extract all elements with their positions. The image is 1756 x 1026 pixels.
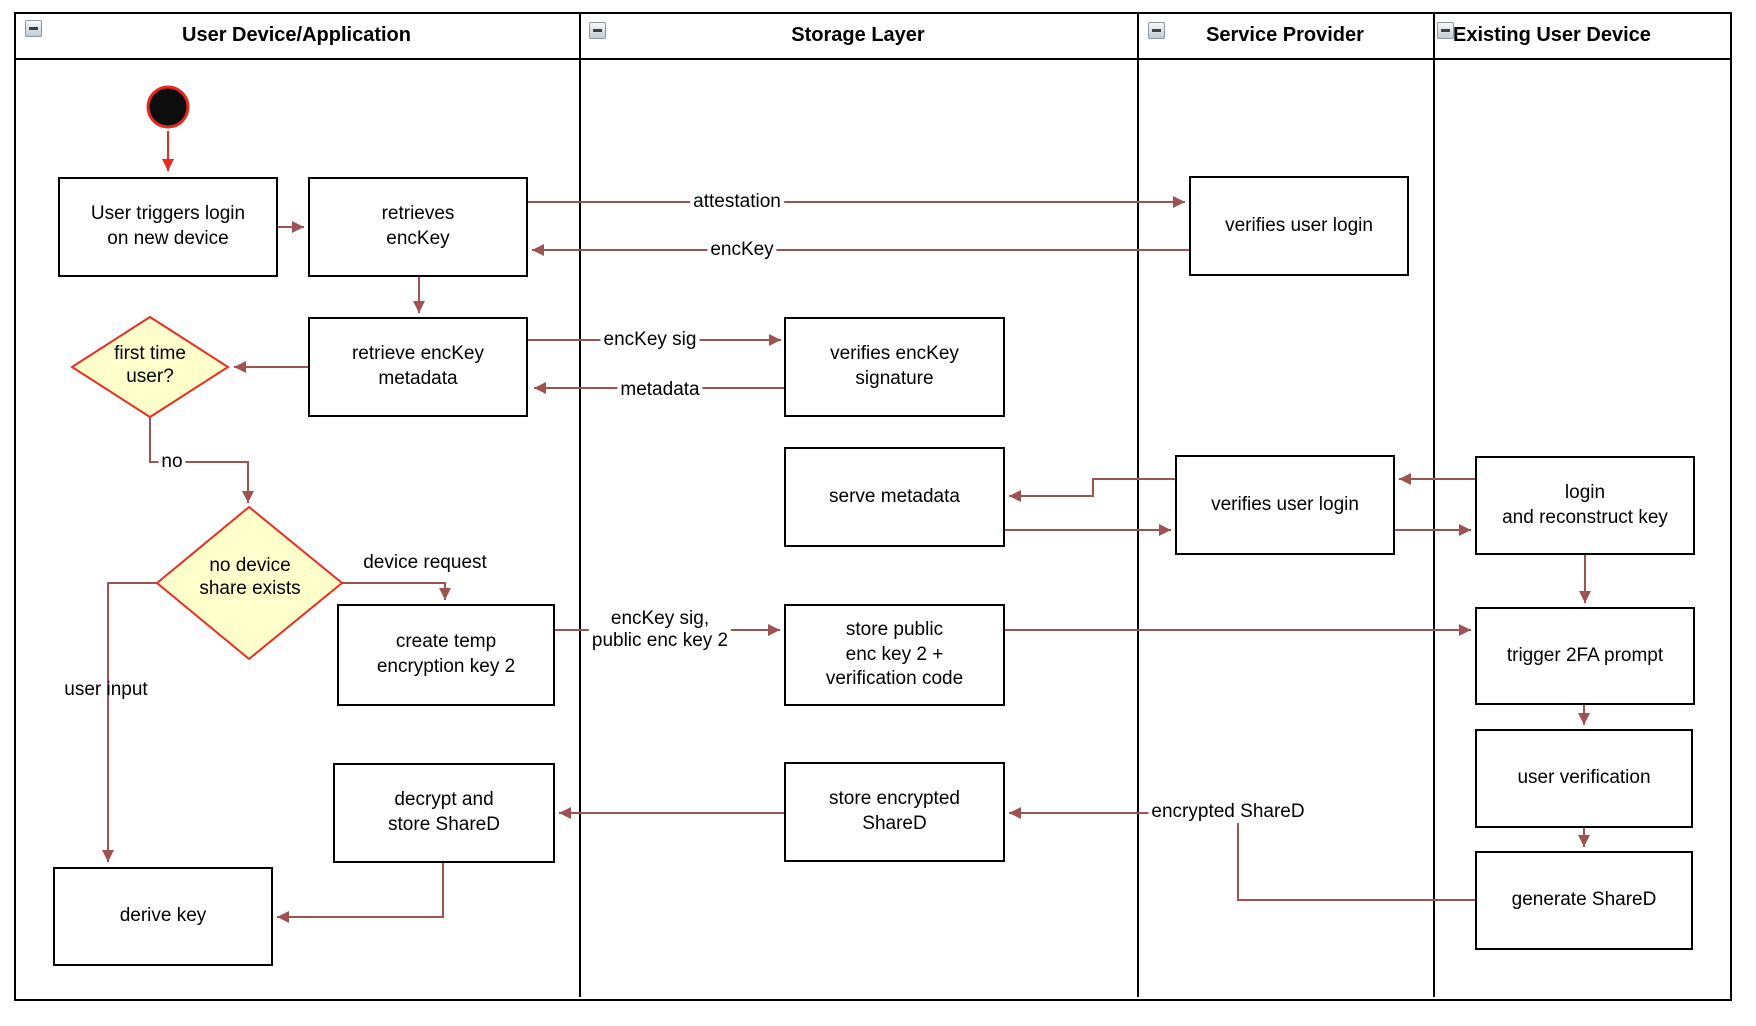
collapse-icon[interactable] bbox=[589, 22, 606, 39]
swimlane-pool-border bbox=[14, 12, 1732, 1001]
edge-label-encrypted-shared: encrypted ShareD bbox=[1148, 801, 1308, 823]
edge-label-metadata: metadata bbox=[617, 379, 703, 401]
node-verifies-user-login-1[interactable]: verifies user login bbox=[1189, 176, 1409, 276]
edge-user-input bbox=[102, 582, 157, 862]
collapse-icon[interactable] bbox=[1148, 22, 1165, 39]
node-verifies-enckey-signature[interactable]: verifies encKey signature bbox=[784, 317, 1005, 417]
lane-header-service-provider[interactable]: Service Provider bbox=[1137, 12, 1433, 58]
decision-first-time-user[interactable] bbox=[70, 315, 230, 419]
node-store-encrypted-shared[interactable]: store encrypted ShareD bbox=[784, 762, 1005, 862]
edge-label-enckey: encKey bbox=[707, 239, 777, 261]
edge-label-device-request: device request bbox=[363, 552, 487, 574]
node-retrieve-enckey-metadata[interactable]: retrieve encKey metadata bbox=[308, 317, 528, 417]
lane-divider-1 bbox=[579, 12, 581, 997]
lane-header-existing-user-device[interactable]: Existing User Device bbox=[1433, 12, 1730, 58]
decision-no-device-share[interactable] bbox=[155, 505, 344, 661]
node-trigger-2fa[interactable]: trigger 2FA prompt bbox=[1475, 607, 1695, 705]
edge-decrypt-to-derive-key bbox=[277, 863, 444, 923]
edge-label-enckey-sig: encKey sig bbox=[600, 329, 700, 351]
edge-verifies-to-serve-metadata bbox=[1009, 478, 1175, 502]
node-store-public-key[interactable]: store public enc key 2 + verification co… bbox=[784, 604, 1005, 706]
node-generate-shared[interactable]: generate ShareD bbox=[1475, 851, 1693, 950]
node-serve-metadata[interactable]: serve metadata bbox=[784, 447, 1005, 547]
lane-header-user-device[interactable]: User Device/Application bbox=[14, 12, 579, 58]
lane-divider-3 bbox=[1433, 12, 1435, 997]
edge-label-user-input: user input bbox=[64, 679, 148, 701]
node-create-temp-key[interactable]: create temp encryption key 2 bbox=[337, 604, 555, 706]
node-user-verification[interactable]: user verification bbox=[1475, 729, 1693, 828]
edge-label-attestation: attestation bbox=[690, 191, 784, 213]
lane-divider-2 bbox=[1137, 12, 1139, 997]
lane-title: Service Provider bbox=[1206, 23, 1364, 46]
node-user-triggers-login[interactable]: User triggers login on new device bbox=[58, 177, 278, 277]
lane-title: Existing User Device bbox=[1453, 23, 1651, 46]
start-node[interactable] bbox=[146, 85, 190, 129]
collapse-icon[interactable] bbox=[1437, 22, 1454, 39]
node-retrieves-enckey[interactable]: retrieves encKey bbox=[308, 177, 528, 277]
lane-header-divider bbox=[14, 58, 1730, 60]
node-login-reconstruct-key[interactable]: login and reconstruct key bbox=[1475, 456, 1695, 555]
edge-encrypted-shared bbox=[1009, 807, 1475, 901]
lane-title: User Device/Application bbox=[182, 23, 411, 46]
decision-label-no-device-share: no device share exists bbox=[199, 555, 301, 599]
lane-header-storage-layer[interactable]: Storage Layer bbox=[579, 12, 1137, 58]
decision-label-first-time-user: first time user? bbox=[114, 343, 186, 387]
edge-label-enckey-sig-public: encKey sig, public enc key 2 bbox=[588, 608, 732, 652]
edge-no-branch bbox=[149, 417, 254, 503]
node-derive-key[interactable]: derive key bbox=[53, 867, 273, 966]
lane-title: Storage Layer bbox=[791, 23, 925, 46]
edge-device-request bbox=[342, 582, 451, 600]
node-decrypt-store-shared[interactable]: decrypt and store ShareD bbox=[333, 763, 555, 863]
collapse-icon[interactable] bbox=[25, 20, 42, 37]
edge-label-no: no bbox=[158, 451, 186, 473]
node-verifies-user-login-2[interactable]: verifies user login bbox=[1175, 455, 1395, 555]
